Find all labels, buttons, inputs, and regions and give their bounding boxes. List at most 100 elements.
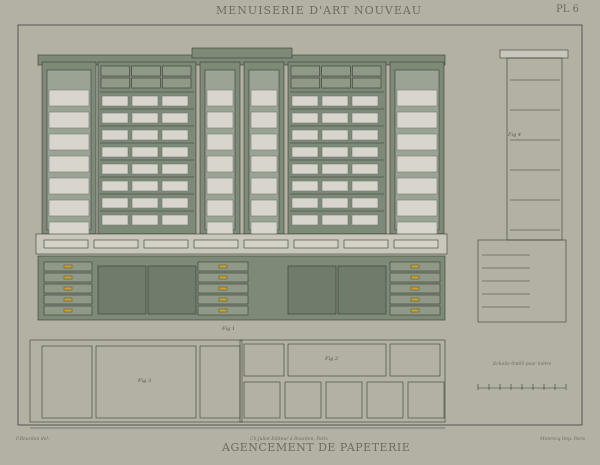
small-drawer (100, 77, 130, 89)
small-drawer (321, 65, 351, 77)
book-stack (291, 214, 319, 226)
books (396, 89, 438, 107)
drawer-handle (218, 286, 228, 291)
books (396, 155, 438, 173)
book-stack (101, 146, 129, 158)
counter-panel (293, 239, 339, 249)
books (206, 177, 234, 195)
plate-number: PL 6 (556, 4, 579, 15)
printer-credit: Monrocq Imp. Paris (540, 437, 586, 442)
book-stack (131, 95, 159, 107)
book-stack (131, 163, 159, 175)
plan-fig3 (29, 339, 243, 423)
drawer-handle (410, 264, 420, 269)
counter-panel (393, 239, 439, 249)
scale-label: Echelle 0m05 pour mètre (493, 362, 552, 367)
book-stack (131, 197, 159, 209)
counter-top (35, 233, 448, 255)
drawer-handle (218, 308, 228, 313)
book-stack (131, 146, 159, 158)
section-fig4 (477, 49, 569, 323)
books (48, 133, 90, 151)
books (206, 199, 234, 217)
books (48, 177, 90, 195)
book-stack (101, 180, 129, 192)
small-drawer (290, 65, 320, 77)
book-stack (101, 197, 129, 209)
drawer-handle (218, 264, 228, 269)
book-stack (291, 146, 319, 158)
books (396, 177, 438, 195)
book-stack (321, 214, 349, 226)
book-stack (321, 112, 349, 124)
small-drawer (352, 65, 382, 77)
counter-panel (43, 239, 89, 249)
book-stack (161, 180, 189, 192)
books (250, 89, 278, 107)
base-door (147, 265, 197, 315)
book-stack (161, 95, 189, 107)
book-stack (351, 95, 379, 107)
books (206, 133, 234, 151)
plan-panel (41, 345, 93, 419)
fig3-label: Fig 3 (137, 378, 151, 384)
book-stack (351, 129, 379, 141)
plan-panel (243, 381, 281, 419)
section-cornice (499, 49, 569, 59)
books (250, 133, 278, 151)
drawer-handle (63, 264, 73, 269)
small-drawer (131, 65, 161, 77)
books (396, 133, 438, 151)
book-stack (161, 214, 189, 226)
book-stack (101, 112, 129, 124)
books (48, 111, 90, 129)
book-stack (291, 112, 319, 124)
counter-panel (143, 239, 189, 249)
small-drawer (100, 65, 130, 77)
small-drawer (162, 77, 192, 89)
fig1-label: Fig 1 (221, 326, 235, 332)
book-stack (351, 163, 379, 175)
book-stack (161, 146, 189, 158)
book-stack (101, 95, 129, 107)
section-counter (477, 239, 567, 323)
books (396, 111, 438, 129)
counter-panel (243, 239, 289, 249)
books (250, 199, 278, 217)
book-stack (161, 112, 189, 124)
book-stack (131, 112, 159, 124)
books (48, 89, 90, 107)
books (250, 111, 278, 129)
plate-border (17, 24, 583, 426)
book-stack (351, 112, 379, 124)
book-stack (351, 146, 379, 158)
book-stack (291, 129, 319, 141)
book-stack (351, 197, 379, 209)
plan-panel (325, 381, 363, 419)
drawer-handle (63, 286, 73, 291)
book-stack (321, 180, 349, 192)
plan-panel (95, 345, 197, 419)
books (48, 155, 90, 173)
plans-fig2-fig3 (29, 339, 446, 429)
publisher-credit: Ch.Juliot Editeur à Bourdon, Paris (250, 437, 328, 442)
section-upper (506, 57, 563, 241)
book-stack (131, 129, 159, 141)
plate-title: MENUISERIE D'ART NOUVEAU (216, 4, 423, 17)
counter-panel (343, 239, 389, 249)
draftsman-credit: F.Bourdon del. (16, 437, 50, 442)
counter-panel (93, 239, 139, 249)
drawer-handle (218, 297, 228, 302)
drawer-handle (63, 275, 73, 280)
plan-panel (243, 343, 285, 377)
scale-bar (477, 384, 567, 390)
small-drawer (162, 65, 192, 77)
central-pediment (191, 47, 293, 59)
drawer-handle (410, 308, 420, 313)
fig2-label: Fig 2 (324, 356, 338, 362)
book-stack (291, 163, 319, 175)
drawer-handle (410, 297, 420, 302)
book-stack (321, 163, 349, 175)
book-stack (351, 214, 379, 226)
